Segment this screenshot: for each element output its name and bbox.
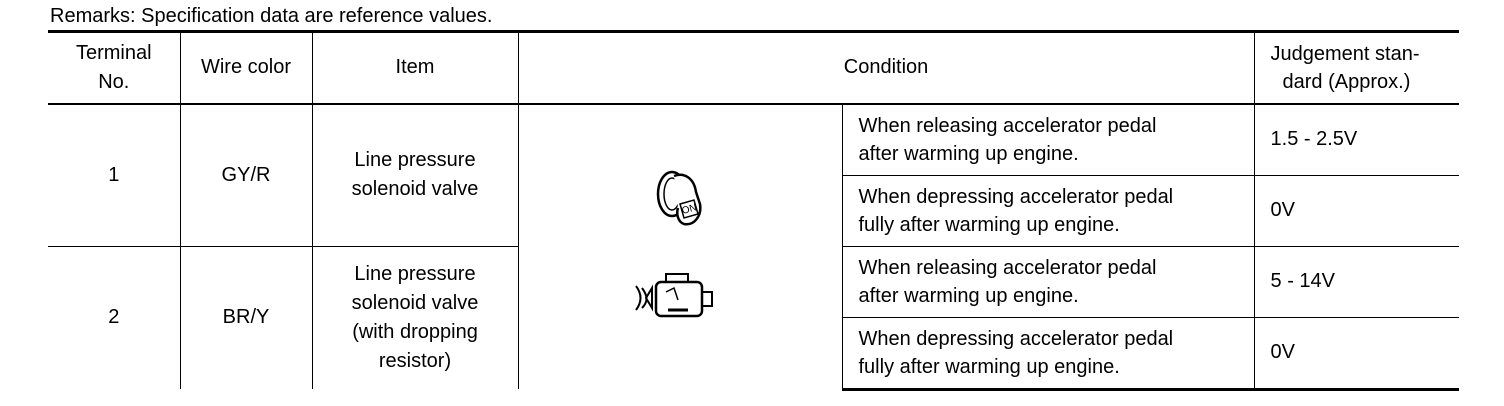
condition-line: fully after warming up engine. bbox=[858, 355, 1120, 378]
header-judgement: Judgement stan- dard (Approx.) bbox=[1253, 30, 1460, 105]
table-row: 2 BR/Y Line pressure solenoid valve (wit… bbox=[48, 246, 1460, 389]
condition-line: When releasing accelerator pedal bbox=[858, 114, 1157, 137]
condition-text: When depressing accelerator pedal fully … bbox=[841, 175, 1255, 247]
condition-line: When releasing accelerator pedal bbox=[858, 256, 1157, 279]
table-row: When depressing accelerator pedal fully … bbox=[48, 317, 1460, 391]
header-wire-color: Wire color bbox=[179, 30, 312, 105]
judgement-value: 5 - 14V bbox=[1253, 246, 1460, 318]
ignition-on-icon: ON bbox=[656, 170, 702, 226]
item-line: Line pressure bbox=[354, 262, 476, 285]
table-row: When depressing accelerator pedal fully … bbox=[48, 175, 1460, 247]
condition-text: When releasing accelerator pedal after w… bbox=[841, 246, 1255, 318]
judgement-value: 0V bbox=[1253, 317, 1460, 391]
header-row: Terminal No. Wire color Item Condition J… bbox=[48, 30, 1460, 105]
item-line: solenoid valve bbox=[351, 178, 479, 200]
wire-color: GY/R bbox=[179, 103, 312, 247]
terminal-number: 1 bbox=[48, 103, 180, 247]
header-condition: Condition bbox=[517, 30, 1255, 105]
condition-text: When releasing accelerator pedal after w… bbox=[841, 103, 1255, 176]
header-judgement-line2: dard (Approx.) bbox=[1282, 70, 1411, 93]
condition-line: after warming up engine. bbox=[858, 284, 1079, 307]
header-terminal-line2: No. bbox=[98, 70, 130, 93]
judgement-value: 0V bbox=[1253, 175, 1460, 247]
header-terminal: Terminal No. bbox=[48, 30, 180, 105]
header-judgement-line1: Judgement stan- bbox=[1270, 42, 1420, 65]
condition-line: When depressing accelerator pedal bbox=[858, 327, 1174, 350]
engine-running-icon bbox=[635, 272, 713, 317]
ignition-on-text: ON bbox=[681, 202, 698, 217]
condition-text: When depressing accelerator pedal fully … bbox=[841, 317, 1255, 391]
terminal-number: 2 bbox=[108, 306, 120, 329]
terminal-spec-table: Terminal No. Wire color Item Condition J… bbox=[48, 30, 1460, 391]
table-row: 1 GY/R Line pressure solenoid valve ON bbox=[48, 103, 1460, 389]
remarks-note: Remarks: Specification data are referenc… bbox=[50, 5, 493, 27]
condition-line: When depressing accelerator pedal bbox=[858, 185, 1174, 208]
item-line: Line pressure bbox=[354, 149, 476, 171]
item-line: (with dropping bbox=[352, 320, 478, 343]
item-name: Line pressure solenoid valve bbox=[311, 103, 518, 247]
header-item: Item bbox=[311, 30, 518, 105]
item-line: resistor) bbox=[378, 349, 452, 372]
condition-line: after warming up engine. bbox=[858, 142, 1079, 165]
condition-line: fully after warming up engine. bbox=[858, 213, 1120, 236]
condition-icons: ON bbox=[517, 103, 842, 389]
judgement-value: 1.5 - 2.5V bbox=[1253, 103, 1460, 176]
wire-color: BR/Y bbox=[179, 246, 312, 389]
item-line: solenoid valve bbox=[351, 291, 479, 314]
item-name: Line pressure solenoid valve (with dropp… bbox=[311, 246, 518, 389]
header-terminal-line1: Terminal bbox=[75, 41, 152, 64]
